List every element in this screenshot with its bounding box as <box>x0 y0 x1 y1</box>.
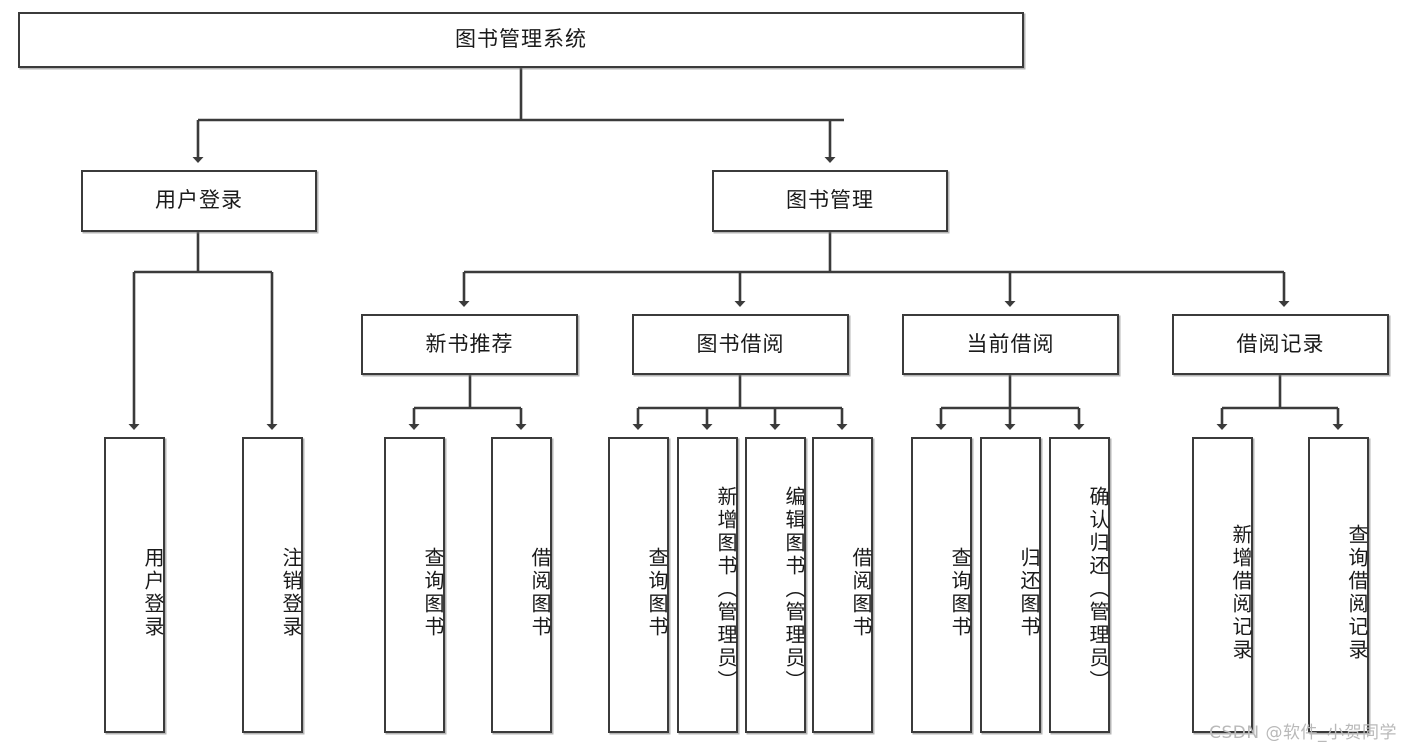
node-leaf-borrow-book-1[interactable]: 借阅图书 <box>491 437 552 733</box>
node-book-manage[interactable]: 图书管理 <box>712 170 948 232</box>
node-label: 归还图书 <box>1017 547 1041 639</box>
node-label: 新增借阅记录 <box>1229 524 1253 662</box>
node-label: 当前借阅 <box>966 331 1055 356</box>
node-label: 借阅图书 <box>849 547 873 639</box>
node-label: 用户登录 <box>155 188 243 213</box>
node-label: 查询图书 <box>948 547 972 639</box>
node-leaf-add-record[interactable]: 新增借阅记录 <box>1192 437 1253 733</box>
node-leaf-user-login[interactable]: 用户登录 <box>104 437 165 733</box>
node-label: 确认归还（管理员） <box>1086 485 1110 693</box>
node-current-borrow[interactable]: 当前借阅 <box>902 314 1119 375</box>
node-label: 注销登录 <box>279 547 303 639</box>
node-label: 编辑图书（管理员） <box>782 485 806 693</box>
node-label: 图书借阅 <box>696 331 785 356</box>
node-leaf-query-book-3[interactable]: 查询图书 <box>911 437 972 733</box>
node-label: 查询图书 <box>645 547 669 639</box>
node-leaf-user-logout[interactable]: 注销登录 <box>242 437 303 733</box>
node-new-book-recommend[interactable]: 新书推荐 <box>361 314 578 375</box>
node-leaf-borrow-book-2[interactable]: 借阅图书 <box>812 437 873 733</box>
node-user-login[interactable]: 用户登录 <box>81 170 317 232</box>
node-label: 用户登录 <box>141 547 165 639</box>
node-root-system[interactable]: 图书管理系统 <box>18 12 1024 68</box>
node-leaf-query-book-1[interactable]: 查询图书 <box>384 437 445 733</box>
node-label: 查询图书 <box>421 547 445 639</box>
node-label: 新书推荐 <box>425 331 514 356</box>
node-label: 借阅记录 <box>1236 331 1325 356</box>
node-leaf-return-book[interactable]: 归还图书 <box>980 437 1041 733</box>
node-leaf-add-book[interactable]: 新增图书（管理员） <box>677 437 738 733</box>
node-label: 新增图书（管理员） <box>714 485 738 693</box>
node-leaf-edit-book[interactable]: 编辑图书（管理员） <box>745 437 806 733</box>
node-label: 图书管理 <box>786 188 874 213</box>
node-label: 借阅图书 <box>528 547 552 639</box>
node-leaf-confirm-return[interactable]: 确认归还（管理员） <box>1049 437 1110 733</box>
node-book-borrow[interactable]: 图书借阅 <box>632 314 849 375</box>
node-label: 图书管理系统 <box>455 27 587 52</box>
node-leaf-query-book-2[interactable]: 查询图书 <box>608 437 669 733</box>
node-label: 查询借阅记录 <box>1345 524 1369 662</box>
node-leaf-query-record[interactable]: 查询借阅记录 <box>1308 437 1369 733</box>
node-borrow-record[interactable]: 借阅记录 <box>1172 314 1389 375</box>
